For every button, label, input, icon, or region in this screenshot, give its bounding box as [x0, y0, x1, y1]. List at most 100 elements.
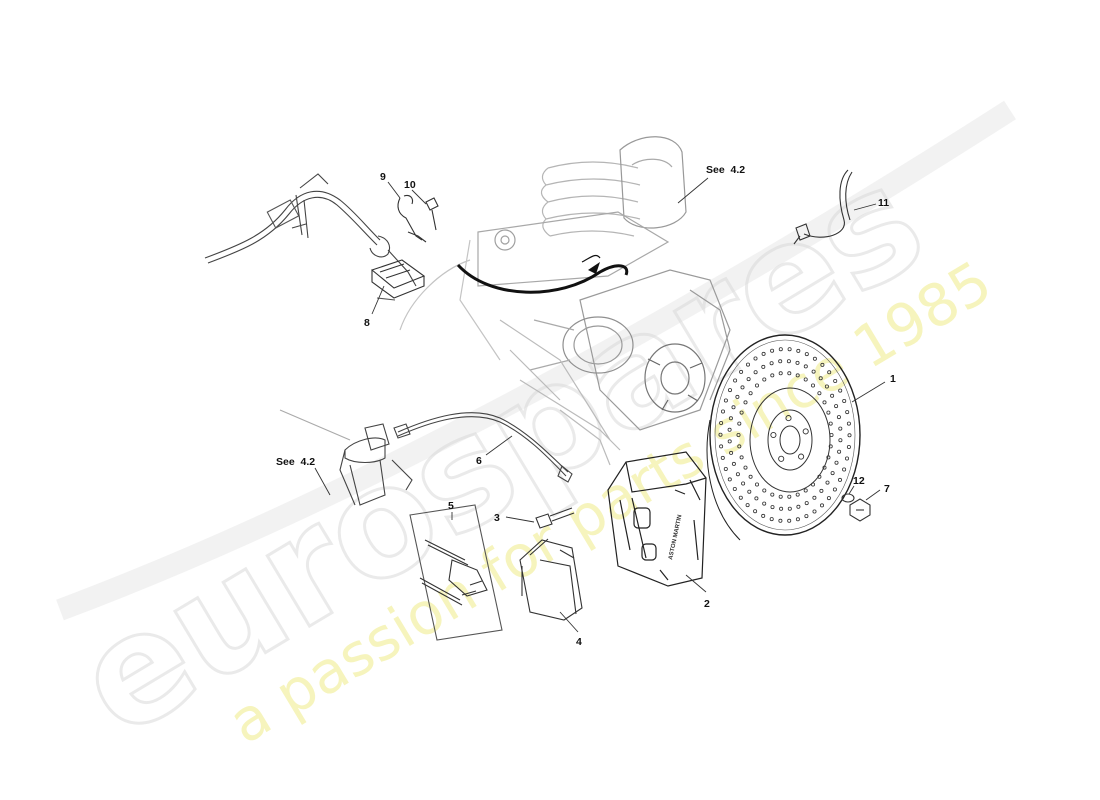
part-9-sensor [397, 194, 427, 243]
disc-drill-hole [846, 444, 851, 449]
part-10-screw [425, 197, 439, 231]
leader-lines [314, 181, 886, 633]
part-8-bracket [370, 259, 426, 301]
disc-lug-hole [778, 455, 785, 462]
disc-drill-hole [770, 492, 775, 497]
disc-drill-hole [778, 359, 783, 364]
disc-drill-hole [735, 472, 740, 477]
disc-drill-hole [719, 420, 724, 425]
disc-drill-hole [822, 465, 827, 470]
disc-drill-hole [723, 398, 728, 403]
disc-drill-hole [739, 410, 744, 415]
disc-drill-hole [787, 371, 792, 376]
disc-drill-hole [720, 455, 725, 460]
disc-drill-hole [838, 388, 843, 393]
disc-drill-hole [829, 432, 834, 437]
assembly-arrow [456, 254, 629, 294]
disc-drill-hole [762, 501, 767, 506]
see-reference-top: See 4.2 [706, 164, 745, 176]
callout-labels: 1 2 3 4 5 6 7 8 9 10 11 12 See 4.2 See 4… [276, 164, 896, 648]
disc-drill-hole [727, 439, 732, 444]
disc-drill-hole [824, 384, 829, 389]
disc-drill-hole [761, 364, 766, 369]
disc-drill-hole [753, 509, 758, 514]
disc-drill-hole [737, 444, 742, 449]
disc-drill-hole [741, 481, 746, 486]
disc-drill-hole [733, 378, 738, 383]
disc-lug-hole [798, 453, 805, 460]
disc-drill-hole [795, 373, 800, 378]
disc-drill-hole [770, 373, 775, 378]
disc-drill-hole [778, 518, 783, 523]
see-ref-top-leader [677, 177, 709, 204]
disc-drill-hole [842, 398, 847, 403]
disc-drill-hole [738, 495, 743, 500]
disc-drill-hole [804, 514, 809, 519]
disc-drill-hole [728, 388, 733, 393]
disc-drill-hole [731, 461, 736, 466]
disc-drill-hole [803, 377, 808, 382]
disc-drill-hole [804, 501, 809, 506]
part-4-brake-pad [519, 538, 583, 621]
disc-drill-hole [737, 421, 742, 426]
disc-drill-hole [787, 347, 792, 352]
disc-drill-hole [845, 410, 850, 415]
disc-drill-hole [769, 517, 774, 522]
disc-drill-hole [786, 359, 791, 364]
disc-drill-hole [819, 488, 824, 493]
disc-drill-hole [770, 348, 775, 353]
disc-lug-hole [785, 415, 792, 422]
disc-drill-hole [796, 348, 801, 353]
disc-drill-hole [811, 383, 816, 388]
disc-drill-hole [753, 370, 758, 375]
disc-drill-hole [830, 471, 835, 476]
disc-drill-hole [735, 394, 740, 399]
disc-drill-hole [721, 409, 726, 414]
disc-drill-hole [811, 369, 816, 374]
disc-lug-hole [770, 431, 777, 439]
disc-drill-hole [740, 385, 745, 390]
disc-drill-hole [746, 362, 751, 367]
disc-drill-hole [818, 376, 823, 381]
disc-drill-hole [787, 506, 792, 511]
disc-drill-hole [796, 504, 801, 509]
disc-drill-hole [812, 509, 817, 514]
disc-drill-hole [732, 486, 737, 491]
caliper-brand-text: ASTON MARTIN [668, 514, 683, 560]
disc-drill-hole [787, 518, 792, 523]
part-11-wear-sensor-lead [793, 169, 853, 245]
disc-drill-hole [736, 432, 741, 437]
disc-drill-hole [820, 362, 825, 367]
callout-6: 6 [476, 455, 482, 467]
disc-drill-hole [739, 455, 744, 460]
disc-drill-hole [727, 427, 732, 432]
callout-4: 4 [576, 636, 582, 648]
part-2-caliper [607, 451, 707, 587]
disc-drill-hole [820, 503, 825, 508]
callout-11: 11 [878, 197, 889, 209]
disc-drill-hole [761, 513, 766, 518]
disc-drill-hole [770, 505, 775, 510]
see-reference-left: See 4.2 [276, 456, 315, 468]
callout-5: 5 [448, 500, 454, 512]
disc-drill-hole [755, 482, 760, 487]
disc-drill-hole [803, 488, 808, 493]
disc-drill-hole [845, 456, 850, 461]
disc-drill-hole [826, 455, 831, 460]
disc-drill-hole [795, 360, 800, 365]
disc-drill-hole [804, 352, 809, 357]
disc-drill-hole [838, 426, 843, 431]
disc-drill-hole [769, 361, 774, 366]
callout-2: 2 [704, 598, 710, 610]
disc-drill-hole [747, 489, 752, 494]
disc-drill-hole [753, 356, 758, 361]
disc-drill-hole [727, 477, 732, 482]
disc-drill-hole [743, 400, 748, 405]
disc-lug-hole [802, 428, 809, 435]
disc-drill-hole [779, 506, 784, 511]
disc-drill-hole [718, 432, 723, 437]
disc-drill-hole [846, 421, 851, 426]
disc-drill-hole [812, 495, 817, 500]
disc-drill-hole [836, 415, 841, 420]
callout-1: 1 [890, 373, 896, 385]
